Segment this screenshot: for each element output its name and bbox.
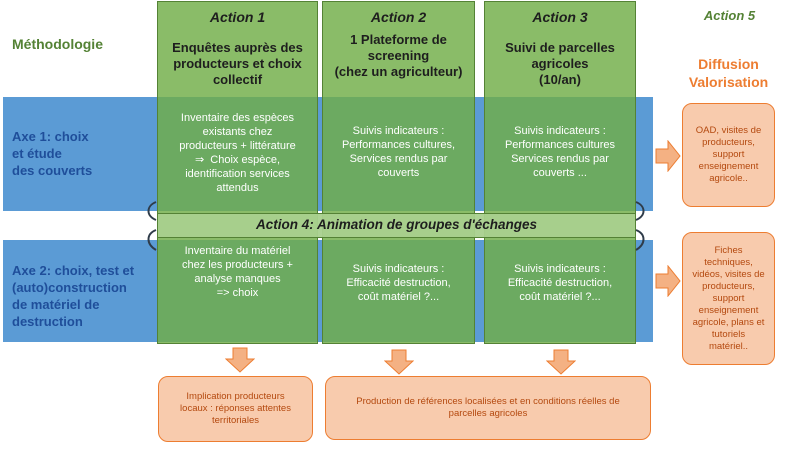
action1-axe2-text: Inventaire du matériel chez les producte… [182, 245, 293, 299]
arrow-down-icon [225, 347, 255, 373]
action3-axe1-text: Suivis indicateurs : Performances cultur… [504, 125, 616, 179]
left-bracket-icon [147, 201, 157, 251]
action2-axe1-text: Suivis indicateurs : Performances cultur… [341, 125, 456, 179]
arrow-right-icon [655, 140, 681, 172]
axe1-label: Axe 1: choix et étude des couverts [12, 129, 93, 178]
arrow-down-icon [384, 349, 414, 375]
diffusion-heading: Diffusion Valorisation [688, 56, 769, 90]
action3-column [484, 1, 636, 344]
diffusion-axe1-box: OAD, visites de producteurs, support ens… [682, 103, 775, 207]
axe2-label: Axe 2: choix, test et (auto)construction… [12, 263, 135, 329]
action2-column [322, 1, 475, 344]
action3-axe2-text: Suivis indicateurs : Efficacité destruct… [507, 263, 613, 303]
action5-title: Action 5 [703, 8, 756, 23]
diffusion-axe2-box: Fiches techniques, vidéos, visites de pr… [682, 232, 775, 365]
output-references-box: Production de références localisées et e… [325, 376, 651, 440]
action1-desc: Enquêtes auprès des producteurs et choix… [172, 40, 303, 87]
action2-desc: 1 Plateforme de screening (chez un agric… [334, 32, 463, 79]
action4-band: Action 4: Animation de groupes d'échange… [157, 213, 636, 238]
action3-title: Action 3 [532, 9, 588, 25]
action1-column [157, 1, 318, 344]
right-bracket-icon [635, 201, 645, 251]
action1-title: Action 1 [209, 9, 266, 25]
arrow-down-icon [546, 349, 576, 375]
output-local-box: Implication producteurs locaux : réponse… [158, 376, 313, 442]
action2-axe2-text: Suivis indicateurs : Efficacité destruct… [346, 263, 451, 303]
methodology-label: Méthodologie [12, 36, 103, 52]
arrow-right-icon [655, 265, 681, 297]
action1-axe1-text: Inventaire des espèces existants chez pr… [179, 112, 296, 194]
action2-title: Action 2 [370, 9, 427, 25]
action3-desc: Suivi de parcelles agricoles (10/an) [505, 40, 615, 87]
